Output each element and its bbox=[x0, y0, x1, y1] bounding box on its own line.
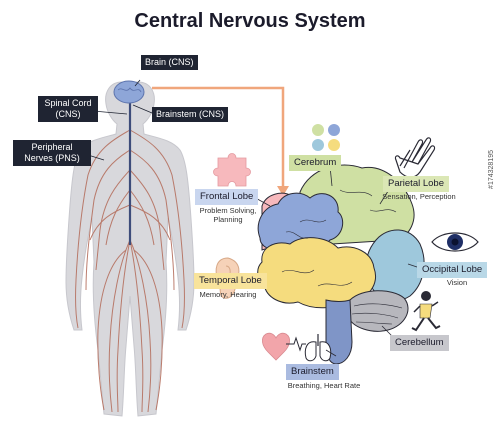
label-brainstem-cns: Brainstem (CNS) bbox=[152, 107, 229, 122]
desc-brainstem: Breathing, Heart Rate bbox=[287, 381, 361, 390]
label-parietal-lobe: Parietal Lobe bbox=[383, 176, 449, 192]
stock-watermark: #174328195 bbox=[488, 150, 495, 189]
desc-frontal-lobe: Problem Solving, Planning bbox=[199, 206, 257, 224]
desc-temporal-lobe: Memory, Hearing bbox=[199, 290, 257, 299]
human-body-figure bbox=[65, 79, 195, 417]
palette-dots-icon bbox=[312, 124, 340, 151]
label-brain-cns: Brain (CNS) bbox=[141, 55, 198, 70]
heart-icon bbox=[262, 332, 306, 361]
label-cerebellum: Cerebellum bbox=[390, 335, 449, 351]
connector-arrow bbox=[152, 86, 289, 196]
brain-illustration bbox=[257, 164, 425, 365]
eye-icon bbox=[431, 232, 479, 252]
diagram-title: Central Nervous System bbox=[134, 10, 366, 32]
desc-parietal-lobe: Sensation, Perception bbox=[382, 192, 456, 201]
label-temporal-lobe: Temporal Lobe bbox=[194, 273, 267, 289]
label-peripheral-nerves-pns: Peripheral Nerves (PNS) bbox=[13, 140, 91, 166]
hand-icon bbox=[394, 137, 436, 178]
label-spinal-cord-cns: Spinal Cord (CNS) bbox=[38, 96, 98, 122]
desc-occipital-lobe: Vision bbox=[446, 278, 468, 287]
puzzle-icon bbox=[213, 153, 251, 187]
label-occipital-lobe: Occipital Lobe bbox=[417, 262, 488, 278]
lungs-icon bbox=[304, 334, 332, 362]
label-cerebrum: Cerebrum bbox=[289, 155, 342, 171]
running-person-icon bbox=[411, 291, 441, 332]
label-frontal-lobe: Frontal Lobe bbox=[195, 189, 259, 205]
label-brainstem: Brainstem bbox=[286, 364, 339, 380]
